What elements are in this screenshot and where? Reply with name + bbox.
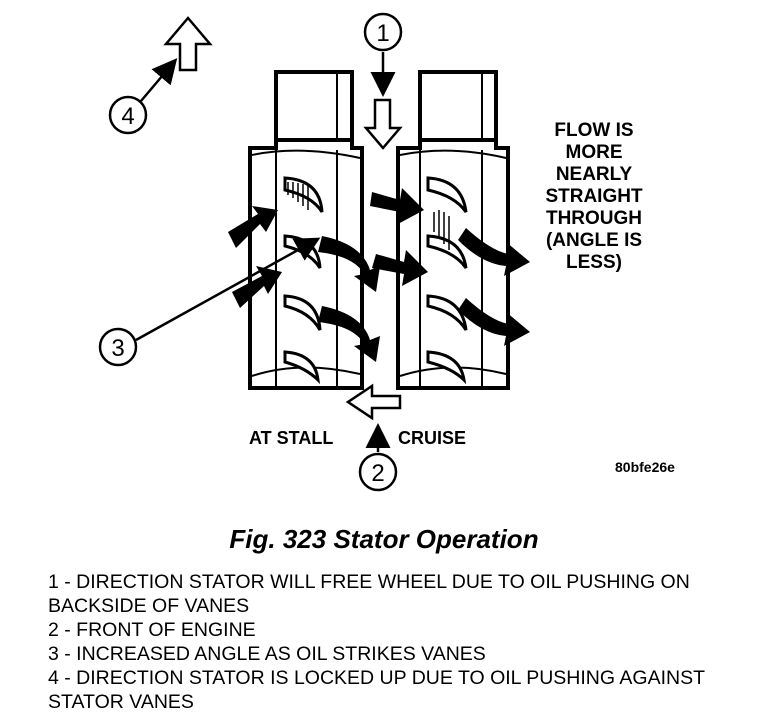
outline-arrows: [163, 16, 403, 421]
right-stator-upper-body: [418, 70, 498, 150]
flow-note-line: NEARLY: [556, 164, 633, 185]
callout-1-label: 1: [376, 20, 389, 47]
left-stator-upper-body: [274, 70, 354, 150]
front-of-engine-arrow: [345, 383, 402, 421]
oil-flow-arrows: [228, 188, 530, 362]
figure-caption: Fig. 323 Stator Operation: [229, 524, 539, 554]
callout-2-label: 2: [371, 460, 384, 487]
legend-item-2: 2 - FRONT OF ENGINE: [48, 619, 256, 641]
flow-note-line: LESS): [566, 252, 622, 273]
freewheel-direction-arrow: [363, 98, 403, 150]
callout-3-label: 3: [111, 335, 124, 362]
locked-direction-arrow: [163, 16, 213, 72]
callout-2: 2: [358, 423, 398, 492]
flow-note-line: THROUGH: [546, 208, 642, 229]
flow-arrow: [228, 206, 278, 248]
flow-arrow: [372, 250, 428, 286]
right-stator: [396, 70, 510, 390]
flow-note-line: MORE: [566, 142, 623, 163]
callout-1: 1: [363, 12, 403, 97]
flow-note: FLOW IS MORE NEARLY STRAIGHT THROUGH (AN…: [545, 120, 643, 273]
flow-note-line: STRAIGHT: [545, 186, 643, 207]
flow-arrow: [458, 228, 530, 276]
flow-note-line: (ANGLE IS: [546, 230, 642, 251]
flow-arrow: [458, 298, 530, 346]
legend-item-1: 1 - DIRECTION STATOR WILL FREE WHEEL DUE…: [48, 571, 690, 617]
right-stator-vanes: [426, 176, 468, 385]
label-at-stall: AT STALL: [249, 428, 333, 448]
flow-arrow: [232, 266, 282, 308]
label-cruise: CRUISE: [398, 428, 466, 448]
flow-arrow: [318, 236, 380, 292]
flow-note-line: FLOW IS: [554, 120, 633, 141]
legend-item-3: 3 - INCREASED ANGLE AS OIL STRIKES VANES: [48, 643, 486, 665]
callout-4: 4: [108, 58, 178, 135]
image-code: 80bfe26e: [615, 459, 675, 475]
legend: 1 - DIRECTION STATOR WILL FREE WHEEL DUE…: [48, 570, 748, 714]
callout-4-label: 4: [121, 103, 134, 130]
flow-arrow: [370, 188, 424, 224]
callout-3: 3: [98, 237, 321, 367]
flow-arrow: [318, 306, 380, 362]
left-stator-lower-body: [248, 138, 364, 390]
legend-item-4: 4 - DIRECTION STATOR IS LOCKED UP DUE TO…: [48, 667, 705, 713]
